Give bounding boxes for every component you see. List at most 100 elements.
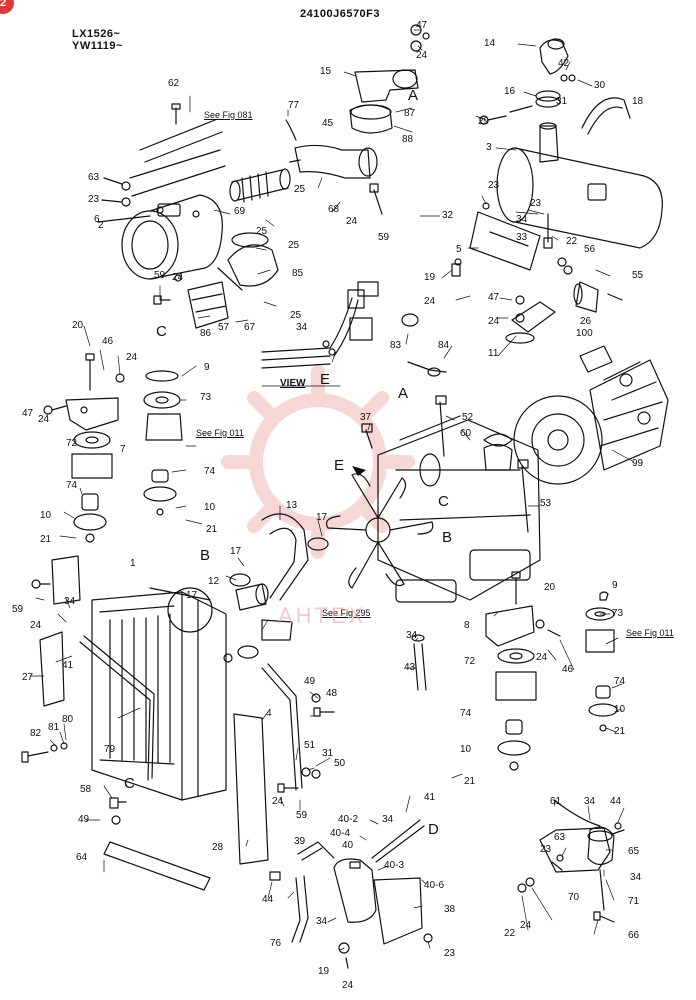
watermark-gear-icon	[221, 365, 415, 559]
callout-50: 84	[438, 340, 450, 351]
serial-range-1: LX1526~	[72, 28, 121, 40]
callout-60: 72	[66, 438, 78, 449]
callout-11: 87	[404, 108, 416, 119]
air-cleaner-assembly	[97, 69, 419, 329]
section-letter-c2: C	[438, 493, 449, 510]
callout-78: 59	[12, 604, 24, 615]
callout-3: 42	[558, 58, 570, 69]
callout-123: 39	[294, 836, 306, 847]
callout-109: 59	[296, 810, 308, 821]
callout-119: 40-4	[330, 828, 351, 839]
callout-30: 33	[516, 232, 528, 243]
callout-131: 24	[520, 920, 532, 931]
callout-75: 1	[130, 558, 136, 569]
callout-104: 80	[62, 714, 74, 725]
callout-138: 24	[342, 980, 354, 991]
callout-18: 6	[94, 214, 100, 225]
callout-34: 55	[632, 270, 644, 281]
callout-111: 64	[76, 852, 88, 863]
callout-135: 23	[444, 948, 456, 959]
detail-d-assembly	[517, 799, 625, 923]
callout-58: 47	[22, 408, 34, 419]
callout-64: 21	[40, 534, 52, 545]
section-letter-a2: A	[398, 385, 409, 402]
callout-51: 83	[390, 340, 402, 351]
callout-67: 60	[460, 428, 472, 439]
watermark-text: АНТЕХ	[278, 603, 367, 628]
callout-118: 63	[554, 832, 566, 843]
callout-121: 65	[628, 846, 640, 857]
callout-49: 34	[296, 322, 308, 333]
callout-83: 17	[186, 590, 198, 601]
mount-right	[485, 591, 618, 771]
callout-72: 21	[206, 524, 218, 535]
callout-12: 45	[322, 118, 334, 129]
callout-93: 34	[406, 630, 418, 641]
callout-80: 24	[30, 620, 42, 631]
callout-7: 18	[632, 96, 644, 107]
callout-101: 50	[334, 758, 346, 769]
callout-14: 62	[168, 78, 180, 89]
radiator-assembly	[21, 513, 335, 891]
callout-89: 46	[562, 664, 574, 675]
callout-19: 2	[98, 220, 104, 231]
callout-140: 10	[460, 744, 472, 755]
callout-106: 58	[80, 784, 92, 795]
callout-41: 25	[288, 240, 300, 251]
section-letter-c1: C	[156, 323, 167, 340]
callout-70: 74	[204, 466, 216, 477]
callout-94: 43	[404, 662, 416, 673]
callout-125: 34	[630, 872, 642, 883]
callout-17: 23	[88, 194, 100, 205]
callout-98: 4	[266, 708, 272, 719]
callout-68: 99	[632, 458, 644, 469]
callout-132: 34	[316, 916, 328, 927]
section-letter-d: D	[428, 821, 439, 838]
callout-48: 67	[244, 322, 256, 333]
callout-35: 19	[424, 272, 436, 283]
callout-23: 68	[328, 204, 340, 215]
callout-102: 82	[30, 728, 42, 739]
section-letter-e: E	[334, 457, 345, 474]
callout-134: 76	[270, 938, 282, 949]
callout-76: 12	[208, 576, 220, 587]
ref-fig-011-left[interactable]: See Fig 011	[196, 428, 244, 438]
callout-45: 25	[290, 310, 302, 321]
callout-90: 72	[464, 656, 476, 667]
callout-74: 17	[316, 512, 328, 523]
callout-28: 23	[530, 198, 542, 209]
callout-136: 66	[628, 930, 640, 941]
callout-69: 53	[540, 498, 552, 509]
page-badge: 2	[0, 0, 14, 14]
callout-62: 74	[66, 480, 78, 491]
serial-range-2: YW1119~	[72, 40, 123, 52]
callout-95: 21	[614, 726, 626, 737]
callout-130: 22	[504, 928, 516, 939]
callout-127: 71	[628, 896, 640, 907]
callout-2: 14	[484, 38, 496, 49]
callout-139: 74	[460, 708, 472, 719]
part-number: 24100J6570F3	[300, 8, 381, 20]
callout-61: 7	[120, 444, 126, 455]
callout-46: 86	[200, 328, 212, 339]
callout-53: 20	[72, 320, 84, 331]
callout-112: 41	[424, 792, 436, 803]
callout-57: 73	[200, 392, 212, 403]
callout-99: 51	[304, 740, 316, 751]
callout-38: 24	[488, 316, 500, 327]
callout-55: 24	[126, 352, 138, 363]
callout-81: 27	[22, 672, 34, 683]
hydraulic-pump	[513, 345, 669, 485]
ref-fig-081[interactable]: See Fig 081	[204, 110, 253, 120]
ref-fig-011-right[interactable]: See Fig 011	[626, 628, 674, 638]
callout-108: 24	[272, 796, 284, 807]
ref-fig-295[interactable]: See Fig 295	[322, 608, 371, 618]
view-e-detail	[261, 281, 379, 369]
callout-4: 30	[594, 80, 606, 91]
callout-13: 88	[402, 134, 414, 145]
callout-26: 23	[488, 180, 500, 191]
callout-116: 40-2	[338, 814, 359, 825]
callout-141: 21	[464, 776, 476, 787]
callout-122: 40	[342, 840, 354, 851]
